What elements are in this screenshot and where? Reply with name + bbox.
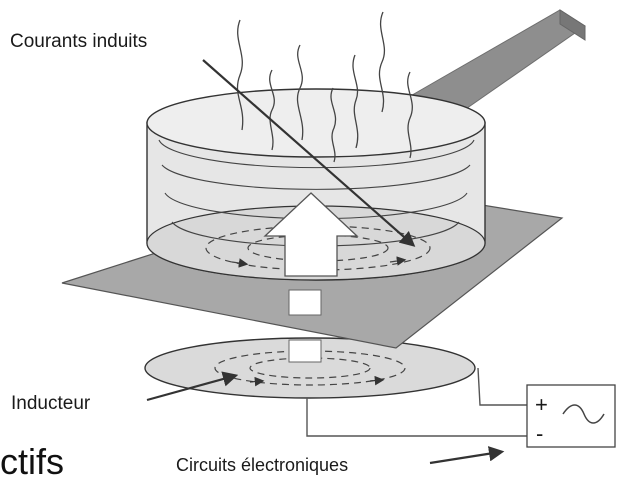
plus-terminal-label: + <box>535 392 548 417</box>
minus-terminal-label: - <box>536 421 544 446</box>
ac-sine-icon <box>562 404 605 424</box>
power-supply-box <box>526 384 616 448</box>
field-column <box>288 289 322 363</box>
induced-currents-pointer <box>202 59 416 247</box>
pointer-arrows <box>146 59 505 465</box>
steam-wisps <box>236 11 413 163</box>
induced-currents-label: Courants induits <box>10 31 148 52</box>
electronic-circuits-label: Circuits électroniques <box>176 455 349 475</box>
wires <box>306 367 527 437</box>
partial-text-fragment: ctifs <box>0 441 65 482</box>
inductor-label: Inducteur <box>11 393 91 414</box>
circuits-pointer <box>429 446 505 465</box>
field-up-arrow <box>263 192 359 277</box>
inductor-pointer <box>146 371 239 402</box>
